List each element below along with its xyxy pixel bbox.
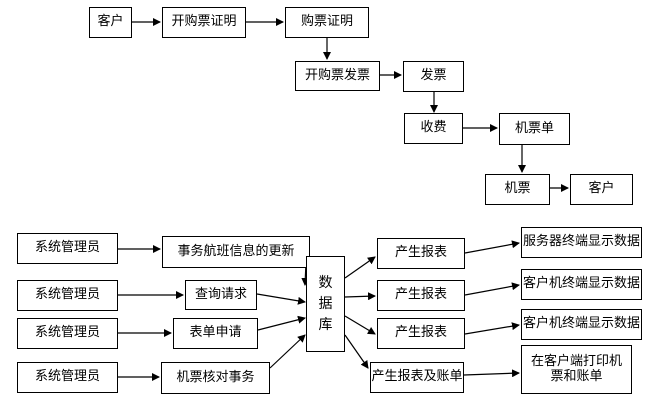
client-print-node: 在客户端打印机票和账单: [521, 345, 632, 394]
admin-node-1: 系统管理员: [17, 233, 118, 264]
report-bill-node: 产生报表及账单: [370, 362, 464, 393]
arrow-query-to-db: [256, 293, 306, 305]
arrow-db-to-report1: [344, 256, 376, 279]
ticket-check-node: 机票核对事务: [161, 362, 270, 394]
report-node-1: 产生报表: [377, 238, 465, 269]
arrow-db-to-report2: [344, 292, 376, 301]
issue-purchase-proof-node: 开购票证明: [162, 7, 246, 38]
admin-node-3: 系统管理员: [17, 318, 118, 349]
invoice-node: 发票: [403, 61, 464, 92]
server-display-node: 服务器终端显示数据: [521, 227, 642, 258]
database-char-3: 库: [318, 316, 333, 333]
purchase-proof-node: 购票证明: [285, 7, 369, 38]
report-node-2: 产生报表: [377, 280, 465, 311]
flight-update-node: 事务航班信息的更新: [162, 236, 310, 268]
form-request-node: 表单申请: [173, 318, 258, 349]
ticket-order-node: 机票单: [499, 113, 570, 145]
client-display-node-2: 客户机终端显示数据: [521, 309, 642, 340]
issue-invoice-node: 开购票发票: [295, 61, 380, 91]
arrow-check-to-db: [269, 334, 306, 369]
admin-node-4: 系统管理员: [17, 362, 118, 393]
report-node-3: 产生报表: [377, 318, 465, 349]
ticket-node: 机票: [485, 174, 550, 205]
query-request-node: 查询请求: [185, 280, 257, 310]
customer-node: 客户: [89, 7, 132, 38]
arrow-report3-to-client2: [464, 322, 520, 335]
arrow-db-to-report3: [344, 315, 376, 335]
arrow-form-to-db: [257, 315, 306, 331]
charge-node: 收费: [404, 113, 463, 144]
database-node: 数 据 库: [306, 256, 345, 352]
arrow-db-to-report-bill: [344, 334, 369, 369]
arrow-report-bill-to-print: [463, 369, 520, 378]
customer-end-node: 客户: [570, 174, 633, 205]
database-char-1: 数: [318, 274, 333, 291]
admin-node-2: 系统管理员: [17, 280, 118, 311]
arrow-report2-to-client1: [464, 282, 520, 296]
database-char-2: 据: [318, 295, 333, 312]
arrow-report1-to-server: [464, 240, 520, 254]
client-display-node-1: 客户机终端显示数据: [521, 269, 642, 300]
